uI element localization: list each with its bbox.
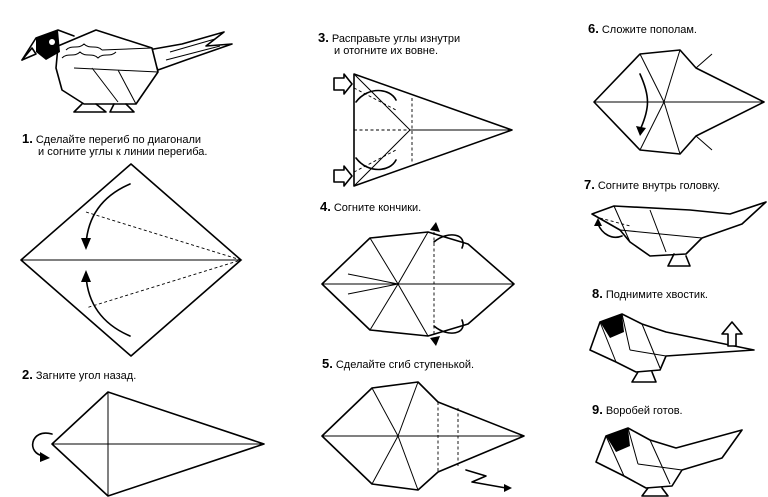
sparrow-icon	[21, 29, 233, 113]
step-3-number: 3.	[318, 30, 329, 45]
step-1-diagram	[20, 163, 243, 357]
step-8-label: 8.Поднимите хвостик.	[592, 286, 708, 301]
step-6-label: 6.Сложите пополам.	[588, 21, 697, 36]
step-8-number: 8.	[592, 286, 603, 301]
step-7-number: 7.	[584, 177, 595, 192]
step-2-diagram	[31, 391, 265, 497]
step-9-line1: Воробей готов.	[605, 405, 683, 417]
step-2-number: 2.	[22, 367, 33, 382]
step-8-line1: Поднимите хвостик.	[605, 289, 708, 301]
step-4-diagram	[321, 222, 515, 346]
step-2-line1: Загните угол назад.	[35, 370, 137, 382]
up-arrow-icon	[721, 321, 743, 347]
step-9-number: 9.	[592, 402, 603, 417]
step-7-label: 7.Согните внутрь головку.	[584, 177, 721, 192]
step-3-diagram	[333, 73, 513, 187]
step-6-line1: Сложите пополам.	[601, 24, 697, 36]
step-5-line1: Сделайте сгиб ступенькой.	[335, 359, 475, 371]
step-1-number: 1.	[22, 131, 33, 146]
step-5-number: 5.	[322, 356, 333, 371]
step-4-label: 4.Согните кончики.	[320, 199, 422, 214]
step-6-number: 6.	[588, 21, 599, 36]
step-7-line1: Согните внутрь головку.	[597, 180, 721, 192]
step-7-diagram	[591, 201, 767, 267]
step-3-label: 3.Расправьте углы изнутри и отогните их …	[318, 30, 461, 57]
step-5-label: 5.Сделайте сгиб ступенькой.	[322, 356, 475, 371]
step-2-label: 2.Загните угол назад.	[22, 367, 137, 382]
step-9-label: 9.Воробей готов.	[592, 402, 683, 417]
step-3-line2: и отогните их вовне.	[334, 45, 439, 57]
step-1-line1: Сделайте перегиб по диагонали	[35, 134, 202, 146]
step-6-diagram	[593, 49, 765, 155]
step-8-diagram	[589, 313, 755, 383]
step-5-diagram	[321, 381, 525, 492]
step-9-diagram	[595, 427, 743, 497]
step-4-number: 4.	[320, 199, 331, 214]
step-1-label: 1.Сделайте перегиб по диагонали и согнит…	[22, 131, 208, 158]
step-4-line1: Согните кончики.	[333, 202, 422, 214]
step-1-line2: и согните углы к линии перегиба.	[38, 146, 208, 158]
step-3-line1: Расправьте углы изнутри	[331, 33, 461, 45]
